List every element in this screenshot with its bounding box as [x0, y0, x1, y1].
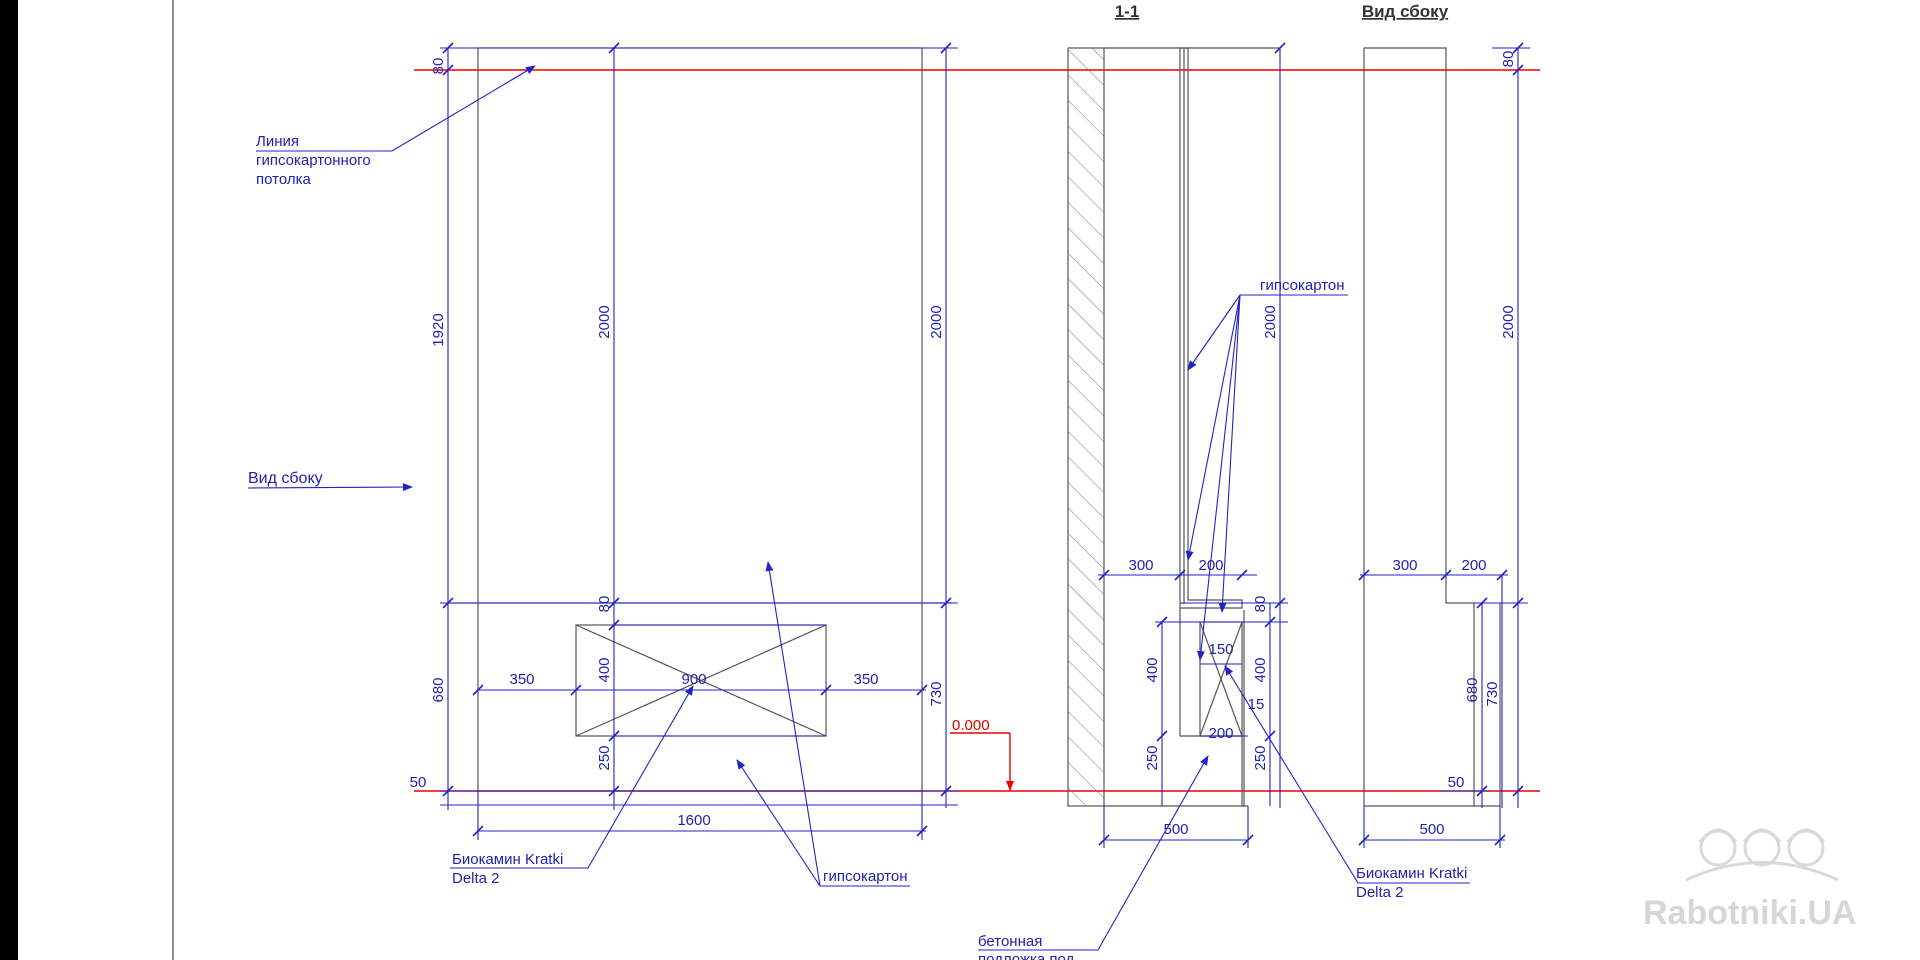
dim-front-box-top: 80 [596, 596, 613, 613]
dim-side-730: 730 [1484, 681, 1501, 706]
section-tick-marks [1098, 42, 1286, 846]
side-view-arrow [247, 483, 413, 492]
dim-side-200: 200 [1461, 557, 1486, 574]
drywall-section-leader-3 [1218, 294, 1241, 613]
dim-section-150: 150 [1208, 641, 1233, 658]
drywall-front-label: гипсокартон [823, 868, 908, 885]
side-outline [1363, 47, 1475, 806]
dim-front-upper-mid: 2000 [596, 305, 613, 338]
dim-section-300: 300 [1128, 557, 1153, 574]
dim-side-2000: 2000 [1500, 305, 1517, 338]
ceiling-line-label-1: Линия [256, 133, 299, 150]
dim-side-300: 300 [1392, 557, 1417, 574]
side-view-arrow-label: Вид сбоку [248, 470, 323, 487]
ceiling-line-label-2: гипсокартонного [256, 152, 371, 169]
opening-diagonal-2 [575, 624, 827, 737]
dim-section-400-right: 400 [1252, 657, 1269, 682]
section-title: 1-1 [1115, 2, 1140, 21]
side-tick-marks [1358, 42, 1524, 846]
section-view: 1-1 300 [978, 2, 1470, 960]
side-view-title: Вид сбоку [1362, 2, 1449, 21]
dim-section-2000: 2000 [1262, 305, 1279, 338]
watermark-logo [1685, 828, 1839, 882]
dim-front-base: 50 [410, 774, 427, 791]
biofireplace-front-leader [450, 685, 694, 869]
dim-section-80: 80 [1252, 596, 1269, 613]
drywall-panel [1179, 47, 1243, 609]
elevation-label: 0.000 [952, 717, 990, 734]
dim-front-upper-right: 2000 [928, 305, 945, 338]
drywall-front-leader-1 [765, 561, 910, 887]
biofireplace-section-label-1: Биокамин Kratki [1356, 865, 1467, 882]
section-base-outline [1179, 608, 1245, 807]
front-dimension-lines [440, 47, 958, 840]
dim-section-200: 200 [1198, 557, 1223, 574]
section-dimension-lines [1098, 48, 1288, 848]
dim-front-lower-left: 680 [430, 677, 447, 702]
dim-front-box-width: 900 [681, 671, 706, 688]
dim-section-200-bottom: 200 [1208, 725, 1233, 742]
drywall-section-leader-2 [1185, 294, 1241, 561]
section-box-diag-2 [1199, 621, 1243, 737]
dim-section-250-left: 250 [1144, 745, 1161, 770]
dim-section-15: 15 [1248, 696, 1265, 713]
drywall-front-leader-2 [736, 759, 821, 887]
dim-front-box-height: 400 [596, 657, 613, 682]
dim-front-left-offset: 350 [509, 671, 534, 688]
dim-front-box-bottom: 250 [596, 745, 613, 770]
drywall-section-leader-4 [1197, 294, 1241, 661]
watermark-text: Rabotniki.UA [1643, 894, 1856, 932]
dim-side-680: 680 [1464, 677, 1481, 702]
ceiling-line-leader [256, 65, 536, 152]
biofireplace-front-label-2: Delta 2 [452, 870, 500, 887]
front-view: 80 1920 2000 2000 680 80 400 250 730 350… [247, 42, 1014, 887]
front-tick-marks [442, 42, 952, 837]
concrete-label-2: подложка под [978, 951, 1075, 960]
concrete-label-1: бетонная [978, 933, 1042, 950]
left-black-bar [0, 0, 18, 960]
side-view: Вид сбоку 80 2000 300 200 680 [1358, 2, 1530, 848]
dim-front-upper-left: 1920 [430, 313, 447, 346]
dim-side-80: 80 [1500, 51, 1517, 68]
dim-side-50: 50 [1448, 774, 1465, 791]
biofireplace-section-leader [1224, 665, 1470, 884]
dim-front-total-width: 1600 [677, 812, 710, 829]
dim-section-500: 500 [1163, 821, 1188, 838]
dim-section-400-left: 400 [1144, 657, 1161, 682]
dim-front-right-offset: 350 [853, 671, 878, 688]
ceiling-line-label-3: потолка [256, 171, 311, 188]
viewer-separator-line [172, 0, 174, 960]
concrete-wall-hatch [1067, 47, 1105, 807]
dim-section-250-right: 250 [1252, 745, 1269, 770]
side-dimension-lines [1360, 47, 1530, 848]
drywall-section-leader-1 [1187, 294, 1241, 371]
dim-side-500: 500 [1419, 821, 1444, 838]
biofireplace-section-label-2: Delta 2 [1356, 884, 1404, 901]
drywall-section-label: гипсокартон [1260, 277, 1345, 294]
biofireplace-front-label-1: Биокамин Kratki [452, 851, 563, 868]
dim-front-right-lower: 730 [928, 681, 945, 706]
dim-front-top: 80 [430, 58, 447, 75]
concrete-leader [978, 755, 1209, 951]
